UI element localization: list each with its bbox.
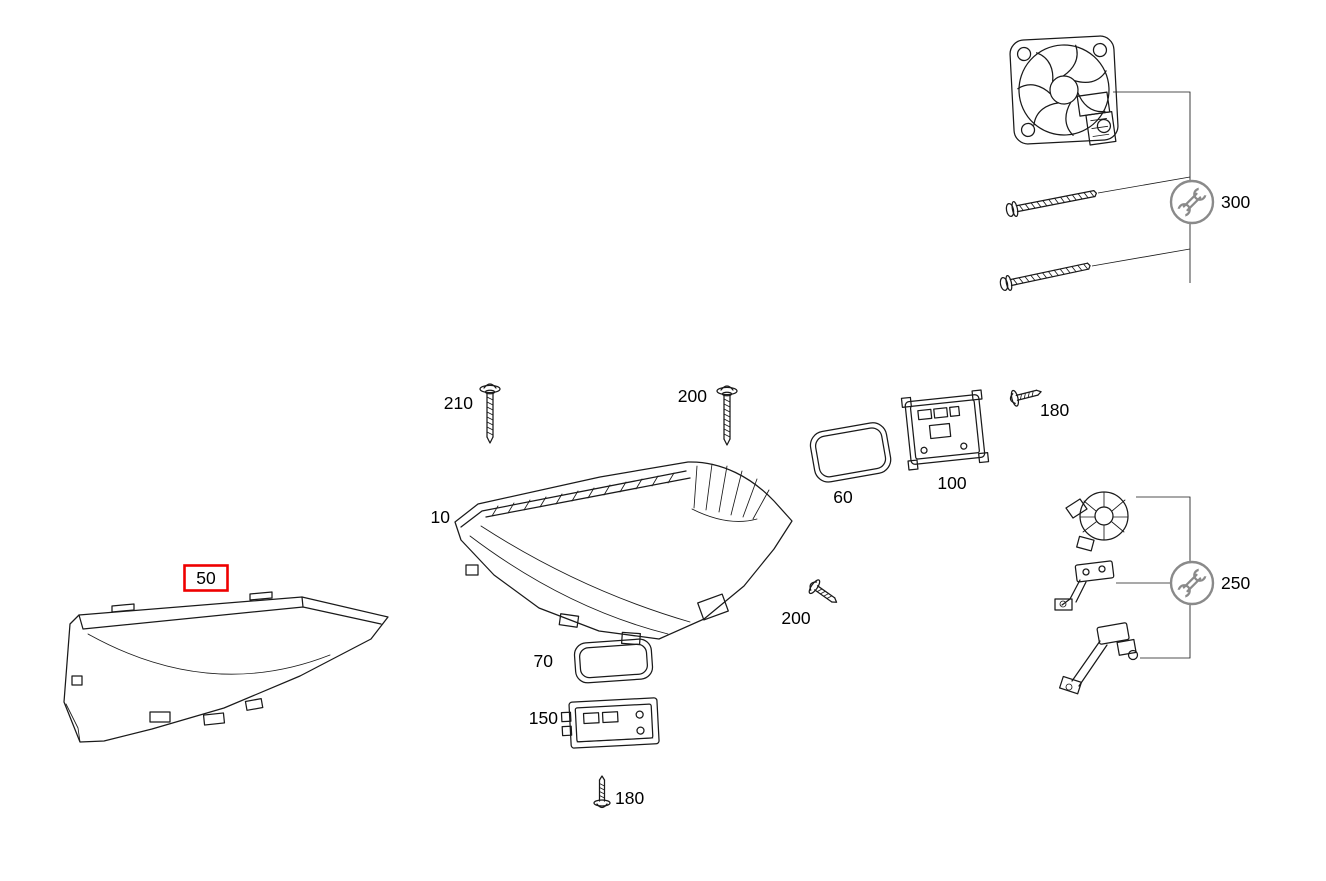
bracket-fan-housing	[1065, 491, 1129, 552]
gasket-60-inner	[814, 427, 887, 478]
screw-180-right-art	[1007, 383, 1044, 408]
fan-body	[1009, 35, 1119, 145]
callout-180-bottom-label[interactable]: 180	[615, 788, 644, 808]
unit-150-housing	[568, 697, 660, 749]
callout-300-label[interactable]: 300	[1221, 192, 1250, 212]
gasket-70-outer	[573, 638, 654, 684]
unit-150-details	[560, 703, 654, 743]
wrench-icon	[1171, 181, 1213, 223]
part-180-screw-right[interactable]	[1007, 383, 1044, 408]
callout-50-label[interactable]: 50	[196, 568, 216, 588]
screw-200-mid-art	[805, 576, 842, 610]
lens-outline	[63, 596, 389, 743]
wrench-icon	[1171, 562, 1213, 604]
part-50-lens[interactable]	[63, 591, 389, 743]
part-300-cooling-fan[interactable]	[1009, 35, 1119, 146]
part-10-headlamp[interactable]	[454, 461, 793, 646]
callout-60-label[interactable]: 60	[833, 487, 853, 507]
headlamp-outline	[454, 461, 793, 640]
part-200-screw-top[interactable]	[716, 385, 738, 446]
callout-200-mid-label[interactable]: 200	[781, 608, 810, 628]
tool-icon-300[interactable]: 300	[1171, 181, 1250, 223]
part-200-screw-mid[interactable]	[805, 576, 842, 610]
callout-50-highlight-box	[183, 564, 229, 592]
bracket-arm-mid	[1054, 560, 1115, 611]
callout-200-top-label[interactable]: 200	[678, 386, 707, 406]
fan-connector-bracket	[1076, 91, 1117, 146]
callout-100-label[interactable]: 100	[937, 473, 966, 493]
unit-100-details	[900, 389, 990, 471]
part-100-control-unit[interactable]	[900, 389, 990, 471]
part-70-gasket[interactable]	[573, 638, 654, 684]
callout-10-label[interactable]: 10	[431, 507, 451, 527]
tool-icon-250[interactable]: 250	[1171, 562, 1250, 604]
screw-180-bottom-art	[593, 775, 611, 809]
gasket-60-outer	[809, 422, 892, 483]
part-150-control-unit[interactable]	[560, 697, 660, 749]
screw-200-top-art	[716, 385, 738, 446]
gasket-70-inner	[579, 643, 648, 679]
part-300-screws[interactable]	[998, 185, 1099, 293]
callout-250-label[interactable]: 250	[1221, 573, 1250, 593]
part-210-screw[interactable]	[479, 383, 501, 444]
lens-details	[65, 591, 382, 743]
unit-100-housing	[904, 394, 986, 465]
screw-210-art	[479, 383, 501, 444]
part-250-repair-kit[interactable]	[1054, 491, 1139, 695]
long-screw-2-art	[998, 257, 1093, 293]
bracket-arm-bottom	[1058, 622, 1139, 695]
callout-180-right-label[interactable]: 180	[1040, 400, 1069, 420]
callout-150-label[interactable]: 150	[529, 708, 558, 728]
long-screw-1-art	[1004, 185, 1099, 219]
headlamp-details	[460, 463, 770, 646]
fan-blades	[1017, 44, 1107, 136]
part-60-gasket[interactable]	[808, 421, 893, 485]
callout-50[interactable]: 50	[183, 564, 229, 592]
callout-70-label[interactable]: 70	[534, 651, 554, 671]
part-180-screw-bottom[interactable]	[593, 775, 611, 809]
callout-210-label[interactable]: 210	[444, 393, 473, 413]
